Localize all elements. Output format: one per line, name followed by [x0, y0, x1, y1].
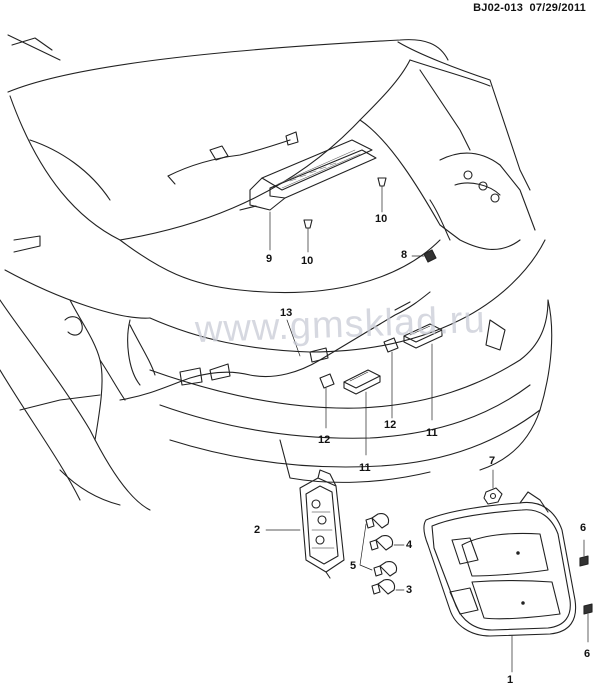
callout-13: 13 — [280, 307, 293, 319]
vehicle-body — [0, 34, 553, 511]
callout-3: 3 — [406, 584, 413, 596]
callout-5: 5 — [350, 560, 357, 572]
socket-12-right — [383, 337, 399, 419]
callout-11-right: 11 — [426, 427, 438, 439]
callout-4: 4 — [406, 539, 413, 551]
callout-12-left: 12 — [318, 434, 331, 446]
tail-lamp-assembly — [423, 491, 577, 673]
tail-lamp-socket-plate — [265, 469, 345, 579]
callout-12-right: 12 — [384, 419, 397, 431]
high-mount-stop-lamp — [239, 139, 377, 211]
nut-7 — [483, 469, 503, 505]
screw-6-lower — [583, 603, 593, 643]
lamp-wire-harness — [167, 131, 299, 185]
callout-6-upper: 6 — [580, 522, 587, 534]
clip-10-upper — [377, 177, 387, 213]
screw-6-upper — [579, 539, 589, 567]
callout-1: 1 — [507, 674, 514, 686]
callout-2: 2 — [254, 524, 261, 536]
callout-10-upper: 10 — [375, 213, 388, 225]
callout-6-lower: 6 — [584, 648, 591, 660]
doc-date: 07/29/2011 — [529, 2, 586, 14]
callout-8: 8 — [401, 249, 408, 261]
license-lamp-left — [343, 369, 381, 456]
callout-7: 7 — [489, 455, 496, 467]
clip-10-lower — [303, 219, 313, 253]
bolt-8 — [411, 249, 437, 263]
callout-10-lower: 10 — [301, 255, 314, 267]
doc-id: BJ02-013 — [473, 2, 524, 14]
bulbs — [359, 513, 405, 595]
socket-12-left — [319, 373, 335, 429]
callout-11-left: 11 — [359, 462, 371, 474]
callout-9: 9 — [266, 253, 273, 265]
doc-ref: BJ02-013 07/29/2011 — [473, 2, 586, 14]
license-lamp-right — [403, 323, 443, 421]
rear-wire-harness — [64, 291, 431, 441]
